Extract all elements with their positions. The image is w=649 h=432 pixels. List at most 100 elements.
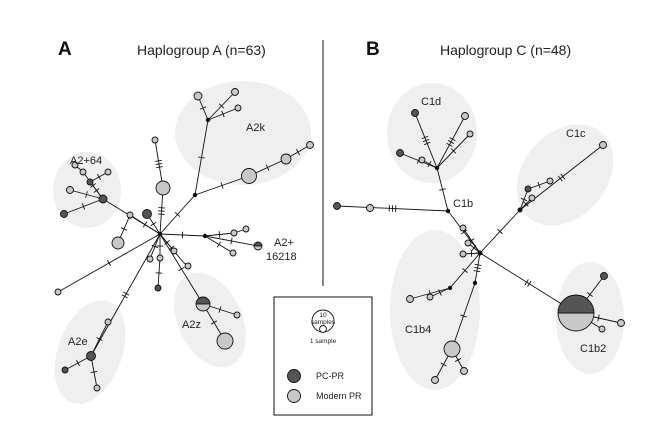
median-vector-node [192,192,198,198]
haplotype-node-modern-pr [466,130,474,138]
edge-28-tick-0 [164,240,170,245]
haplotype-node-pc-pr [61,366,69,374]
haplotype-node-modern-pr [234,104,242,112]
edge-3-tick-0 [218,103,225,109]
haplotype-nodes [54,88,625,392]
haplotype-node-modern-pr [418,156,426,164]
haplotype-node-pc-pr [60,210,68,218]
clade-label-c1b: C1b [453,198,473,210]
clade-label-c1d: C1d [421,96,441,108]
edge-16-tick-0 [93,188,100,193]
legend-modern-pr-label: Modern PR [316,391,362,401]
haplotype-node-modern-pr [66,186,74,194]
edge-5-tick-0 [220,182,224,189]
haplotype-node-modern-pr [93,384,101,392]
clade-label-c1c: C1c [566,128,586,140]
region-a2-64 [53,152,121,228]
edge-62-tick-0 [438,289,442,296]
legend-size-small-label: 1 sample [310,338,337,345]
haplotype-node-modern-pr [599,141,607,149]
edge-21-tick-0 [230,237,233,245]
edge-46-tick-0 [427,160,432,168]
edge-24-tick-0 [216,241,222,248]
legend-pc-pr-swatch [287,369,301,383]
haplotype-node-modern-pr [306,141,314,149]
haplotype-node-modern-pr [104,318,112,326]
haplotype-node-modern-pr [426,293,434,301]
edge-9-tick-2 [155,159,162,162]
edge-43-tick-0 [446,142,453,147]
clade-label-a2-64: A2+64 [70,155,102,167]
clade-label-a2-16218-line1: A2+ [274,237,294,249]
haplotype-node-modern-pr [546,177,554,185]
haplotype-node-modern-pr [460,367,468,375]
clade-label-c1b4: C1b4 [405,324,431,336]
edge-14-tick-0 [90,183,96,188]
edge-41-tick-0 [439,188,446,191]
edge-18-tick-0 [81,203,86,210]
panel-b-letter: B [366,39,380,60]
haplotype-node-modern-pr [231,88,239,96]
node-half-pc-pr [196,297,210,304]
edge-50-tick-0 [537,181,541,189]
haplotype-node-pc-pr [86,351,96,361]
edge-9-tick-0 [156,166,163,169]
legend-pc-pr-label: PC-PR [316,371,345,381]
haplotype-node-pc-pr [411,109,419,117]
edge-38-tick-0 [90,370,98,374]
haplotype-node-modern-pr [111,236,125,250]
haplotype-node-modern-pr [71,161,79,169]
network-edge [479,252,577,314]
haplotype-node-mixed [557,294,595,332]
haplotype-node-pc-pr [524,185,532,193]
edge-52-tick-0 [524,279,529,286]
haplotype-node-modern-pr [104,168,112,176]
median-vector-node [202,233,208,239]
median-vector-node [517,207,523,213]
haplotype-node-modern-pr [443,340,461,358]
edge-43-tick-2 [449,137,456,142]
edge-7-tick-0 [295,148,301,156]
haplotype-node-modern-pr [155,180,171,196]
median-vector-node [205,117,211,123]
haplotype-node-pc-pr [333,202,341,210]
haplotype-node-modern-pr [156,254,164,262]
edge-56-tick-2 [473,270,481,273]
edge-12-tick-0 [120,227,128,231]
clade-label-a2z: A2z [182,319,201,331]
haplotype-node-modern-pr [184,262,192,270]
edge-43-tick-1 [447,140,455,144]
edge-6-tick-0 [265,164,270,171]
haplotype-node-modern-pr [54,288,62,296]
clade-label-a2-16218-line2: 16218 [266,251,297,263]
panel-b-title: Haplogroup C (n=48) [440,42,571,58]
haplotype-node-modern-pr [280,153,292,165]
median-vector-node [157,231,163,237]
edge-58-tick-0 [440,362,447,367]
haplotype-node-modern-pr [230,229,238,237]
haplotype-node-modern-pr [216,332,234,350]
clade-label-a2k: A2k [246,122,265,134]
edge-9-tick-1 [155,163,163,165]
edge-59-tick-0 [454,358,462,362]
panel-a-title: Haplogroup A (n=63) [137,42,266,58]
edge-49-tick-0 [520,197,528,202]
edge-31-tick-0 [218,306,222,313]
legend-size-large-label-2: samples [311,319,336,326]
edge-34-tick-0 [106,259,112,267]
legend: 10 samples 1 sample PC-PR Modern PR [273,296,373,416]
haplotype-node-modern-pr [366,204,374,212]
haplotype-node-modern-pr [126,211,134,219]
haplotype-node-modern-pr [242,225,250,233]
region-a2z [174,272,246,368]
median-vector-node [447,285,453,291]
haplotype-node-mixed [253,241,263,251]
edge-25-tick-0 [151,244,159,249]
haplotype-node-modern-pr [598,325,606,333]
haplotype-node-pc-pr [600,272,608,280]
region-c1d [387,83,477,183]
edge-56-tick-1 [474,267,481,269]
clade-label-a2e: A2e [68,336,88,348]
haplotype-node-modern-pr [170,247,178,255]
haplotype-node-pc-pr [142,209,152,219]
